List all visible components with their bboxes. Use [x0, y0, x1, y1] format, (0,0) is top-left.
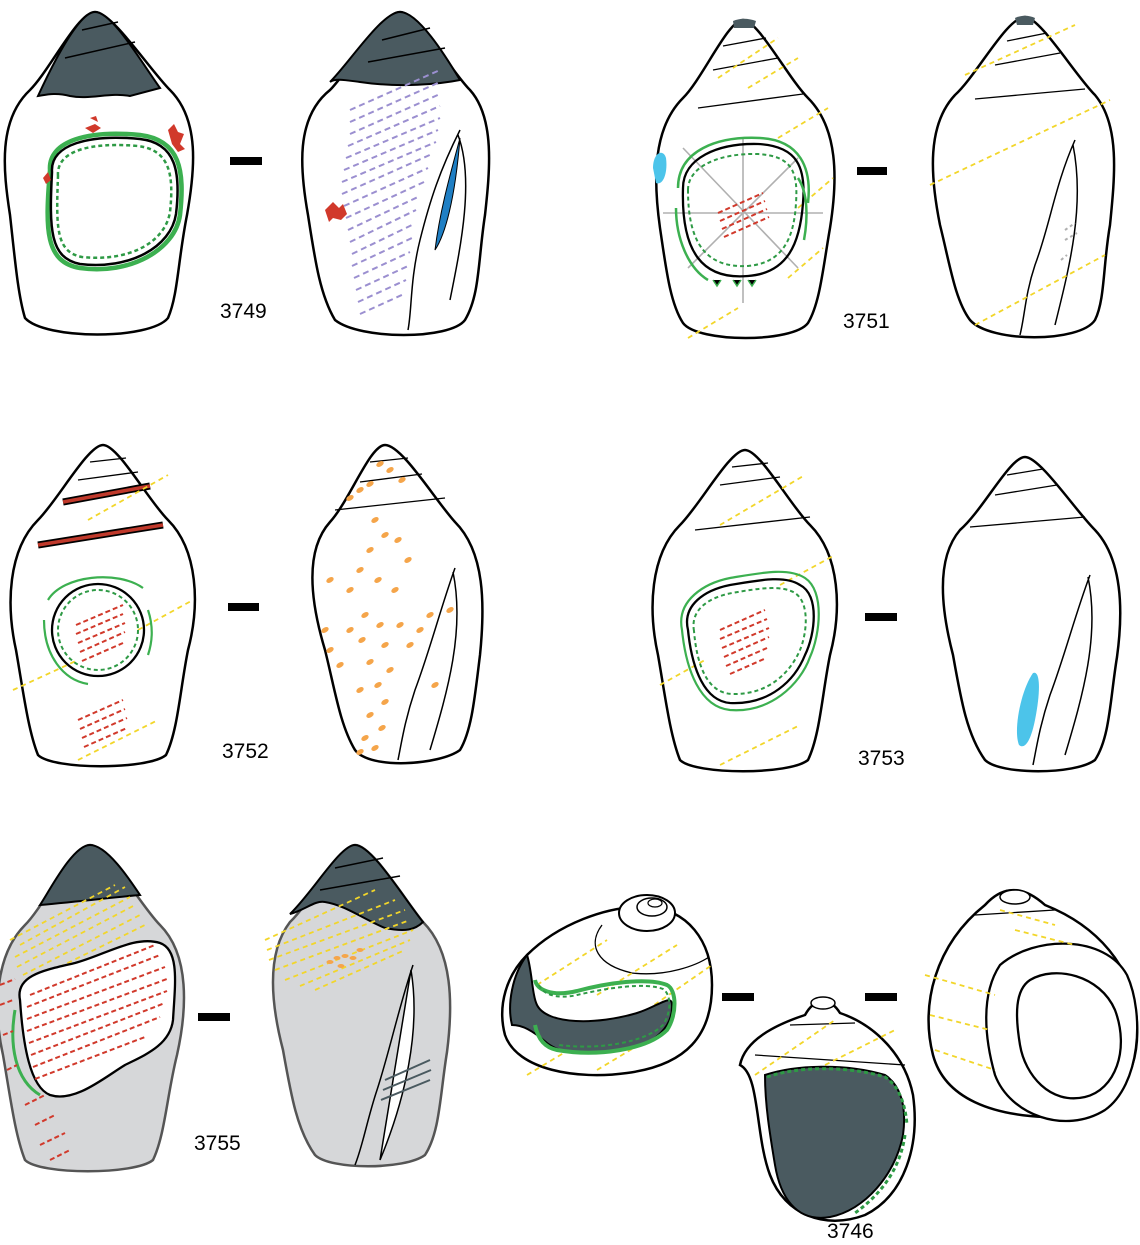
- shell-3752-front: [11, 445, 195, 766]
- dash-3751: [857, 167, 887, 175]
- shell-3755-front: [0, 845, 184, 1171]
- label-3751: 3751: [843, 310, 890, 333]
- shell-3752-back: [313, 445, 483, 763]
- dash-3749: [230, 157, 262, 165]
- label-3753: 3753: [858, 747, 905, 770]
- specimen-3751: 3751: [653, 16, 1114, 338]
- dash-3753: [865, 613, 897, 621]
- shell-3751-front: [653, 19, 835, 338]
- shell-3746-middle: [740, 997, 915, 1221]
- dash-3752: [228, 603, 259, 611]
- shell-3749-front: [5, 12, 193, 335]
- label-3746: 3746: [827, 1220, 874, 1243]
- specimen-3755: 3755: [0, 845, 450, 1171]
- shell-3746-left: [502, 895, 712, 1075]
- label-3749: 3749: [220, 300, 267, 323]
- shell-3751-back: [930, 16, 1114, 338]
- shell-3753-back: [943, 457, 1120, 771]
- dash-3755: [198, 1013, 230, 1021]
- label-3752: 3752: [222, 740, 269, 763]
- shell-3749-back: [302, 12, 489, 335]
- shell-3753-front: [653, 450, 837, 771]
- label-3755: 3755: [194, 1132, 241, 1155]
- dash-3746-a: [722, 993, 754, 1001]
- specimen-3753: 3753: [653, 450, 1121, 771]
- dash-3746-b: [865, 993, 897, 1001]
- shell-3746-right: [925, 890, 1137, 1121]
- specimen-3752: 3752: [11, 445, 483, 766]
- specimen-3746: 3746: [502, 890, 1137, 1243]
- shell-3755-back: [265, 845, 450, 1166]
- specimen-3749: 3749: [5, 12, 489, 335]
